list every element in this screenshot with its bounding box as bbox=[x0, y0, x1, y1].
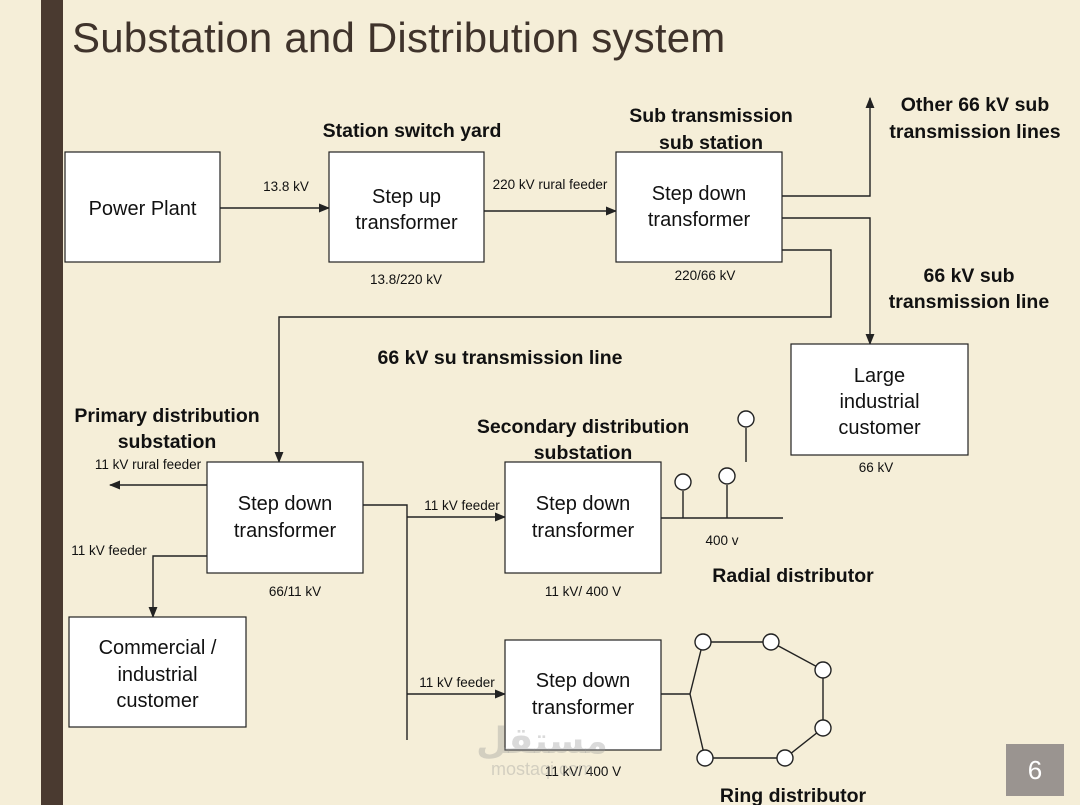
box-label-line: transformer bbox=[532, 520, 635, 542]
wire-66kv-to-primary bbox=[274, 249, 832, 464]
box-label-line: transformer bbox=[355, 212, 458, 234]
heading-radial-distributor: Radial distributor bbox=[712, 565, 874, 587]
label-11kv-rural-feeder: 11 kV rural feeder bbox=[95, 457, 202, 472]
heading-primary-substation: Primary distribution bbox=[74, 405, 259, 427]
wire-primary-bus bbox=[363, 504, 408, 740]
ring-load-node bbox=[696, 749, 714, 767]
heading-sub-transmission: Sub transmission bbox=[629, 105, 793, 127]
heading-66kv-sub-line: 66 kV sub bbox=[923, 265, 1014, 287]
label-ratio-66-11: 66/11 kV bbox=[269, 584, 321, 599]
watermark-logo: مستقل mostaqi.com bbox=[472, 720, 612, 779]
commercial-customer-box: Commercial / industrial customer bbox=[68, 616, 247, 728]
step-up-transformer-box: Step up transformer bbox=[328, 151, 485, 263]
radial-load-node bbox=[737, 410, 755, 428]
power-plant-box: Power Plant bbox=[64, 151, 221, 263]
box-label-line: Step down bbox=[238, 493, 333, 515]
slide-title: Substation and Distribution system bbox=[72, 14, 726, 61]
heading-ring-distributor: Ring distributor bbox=[720, 785, 867, 805]
box-label-line: Step up bbox=[372, 186, 441, 208]
heading-secondary-substation: substation bbox=[534, 442, 633, 464]
ring-load-node bbox=[762, 633, 780, 651]
wire-other-66kv-lines bbox=[782, 96, 875, 197]
box-label-line: customer bbox=[838, 417, 921, 439]
heading-primary-substation: substation bbox=[118, 431, 217, 453]
ring-load-node bbox=[776, 749, 794, 767]
ring-distributor-loop bbox=[689, 641, 824, 759]
label-ratio-13-8-220: 13.8/220 kV bbox=[370, 272, 442, 287]
heading-66kv-sub-line: transmission line bbox=[889, 291, 1050, 313]
heading-other-lines: transmission lines bbox=[889, 121, 1060, 143]
heading-sub-transmission: sub station bbox=[659, 132, 763, 154]
label-ratio-11kv-400v: 11 kV/ 400 V bbox=[545, 764, 621, 779]
page-number: 6 bbox=[1006, 744, 1064, 796]
box-label-line: transformer bbox=[532, 697, 635, 719]
ring-load-node bbox=[814, 719, 832, 737]
watermark-arabic: مستقل bbox=[476, 720, 608, 761]
wire-to-large-customer bbox=[782, 217, 875, 346]
ring-load-node bbox=[814, 661, 832, 679]
heading-secondary-substation: Secondary distribution bbox=[477, 416, 689, 438]
large-industrial-customer-box: Large industrial customer bbox=[790, 343, 969, 456]
ring-step-down-box: Step down transformer bbox=[504, 639, 662, 751]
label-11kv-feeder: 11 kV feeder bbox=[71, 543, 147, 558]
ring-load-node bbox=[694, 633, 712, 651]
watermark-latin: mostaqi.com bbox=[490, 759, 594, 779]
slide-sidebar-bar bbox=[41, 0, 63, 805]
box-label-line: Large bbox=[854, 365, 905, 387]
heading-66kv-su-line: 66 kV su transmission line bbox=[378, 347, 623, 369]
heading-other-lines: Other 66 kV sub bbox=[901, 94, 1050, 116]
box-label-line: Step down bbox=[536, 493, 631, 515]
box-label-line: Step down bbox=[536, 670, 631, 692]
label-ratio-11kv-400v: 11 kV/ 400 V bbox=[545, 584, 621, 599]
radial-load-node bbox=[718, 467, 736, 485]
wire-feeder-to-commercial bbox=[148, 555, 207, 619]
box-label-line: transformer bbox=[648, 209, 751, 231]
power-plant-label: Power Plant bbox=[89, 198, 197, 220]
label-ratio-220-66: 220/66 kV bbox=[675, 268, 736, 283]
label-13-8-kv: 13.8 kV bbox=[263, 179, 309, 194]
box-label-line: customer bbox=[116, 690, 199, 712]
label-400-v: 400 v bbox=[705, 533, 738, 548]
primary-step-down-box: Step down transformer bbox=[206, 461, 364, 574]
sub-transmission-step-down-box: Step down transformer bbox=[615, 151, 783, 263]
box-label-line: industrial bbox=[839, 391, 919, 413]
box-label-line: Step down bbox=[652, 183, 747, 205]
box-label-line: industrial bbox=[117, 664, 197, 686]
box-label-line: Commercial / bbox=[99, 637, 217, 659]
label-220kv-rural-feeder: 220 kV rural feeder bbox=[493, 177, 608, 192]
label-66-kv: 66 kV bbox=[859, 460, 894, 475]
box-label-line: transformer bbox=[234, 520, 337, 542]
heading-station-switch-yard: Station switch yard bbox=[323, 120, 502, 142]
radial-step-down-box: Step down transformer bbox=[504, 461, 662, 574]
radial-load-node bbox=[674, 473, 692, 491]
label-11kv-feeder: 11 kV feeder bbox=[424, 498, 500, 513]
label-11kv-feeder: 11 kV feeder bbox=[419, 675, 495, 690]
